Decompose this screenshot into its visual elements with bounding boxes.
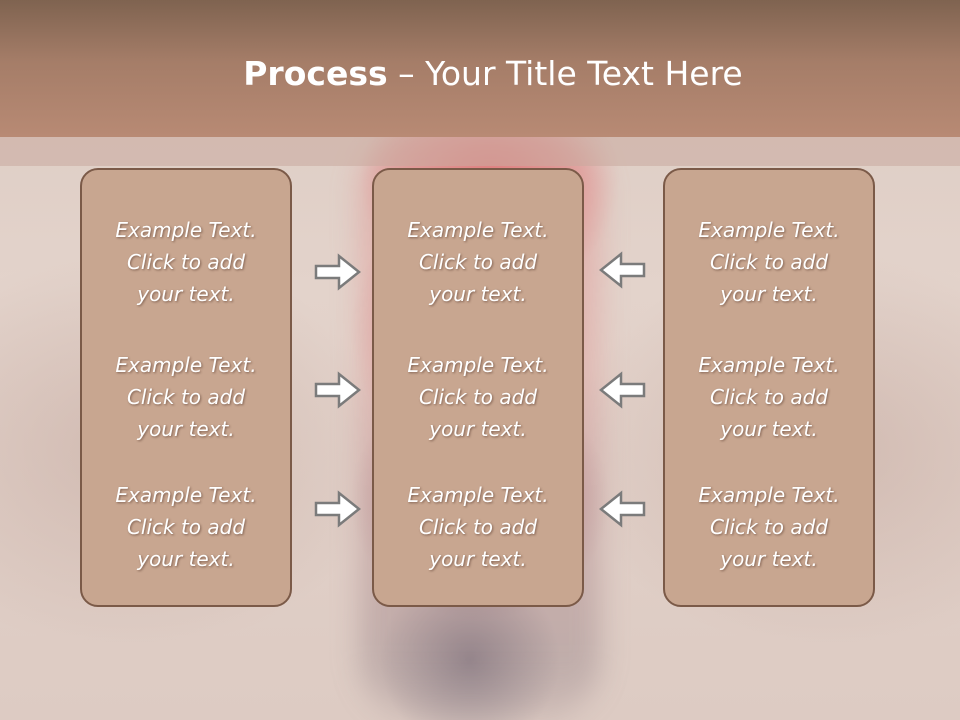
arrow-left-icon [598, 251, 646, 289]
text-box[interactable]: Example Text. Click to add your text. [407, 353, 549, 441]
arrow-left-icon [598, 371, 646, 409]
text-box[interactable]: Example Text. Click to add your text. [698, 218, 840, 306]
arrow-left-icon [598, 490, 646, 528]
slide-title[interactable]: Process – Your Title Text Here [0, 52, 960, 96]
title-text: – Your Title Text Here [387, 54, 743, 93]
text-box[interactable]: Example Text. Click to add your text. [407, 483, 549, 571]
text-box[interactable]: Example Text. Click to add your text. [698, 483, 840, 571]
title-bar [0, 0, 960, 137]
text-box[interactable]: Example Text. Click to add your text. [115, 483, 257, 571]
text-box[interactable]: Example Text. Click to add your text. [115, 218, 257, 306]
arrow-right-icon [314, 253, 362, 291]
text-box[interactable]: Example Text. Click to add your text. [407, 218, 549, 306]
panel-left[interactable]: Example Text. Click to add your text. Ex… [80, 168, 292, 607]
text-box[interactable]: Example Text. Click to add your text. [698, 353, 840, 441]
panel-center[interactable]: Example Text. Click to add your text. Ex… [372, 168, 584, 607]
panel-right[interactable]: Example Text. Click to add your text. Ex… [663, 168, 875, 607]
title-bar-band [0, 137, 960, 166]
title-bold: Process [243, 54, 388, 93]
text-box[interactable]: Example Text. Click to add your text. [115, 353, 257, 441]
arrow-right-icon [314, 371, 362, 409]
arrow-right-icon [314, 490, 362, 528]
